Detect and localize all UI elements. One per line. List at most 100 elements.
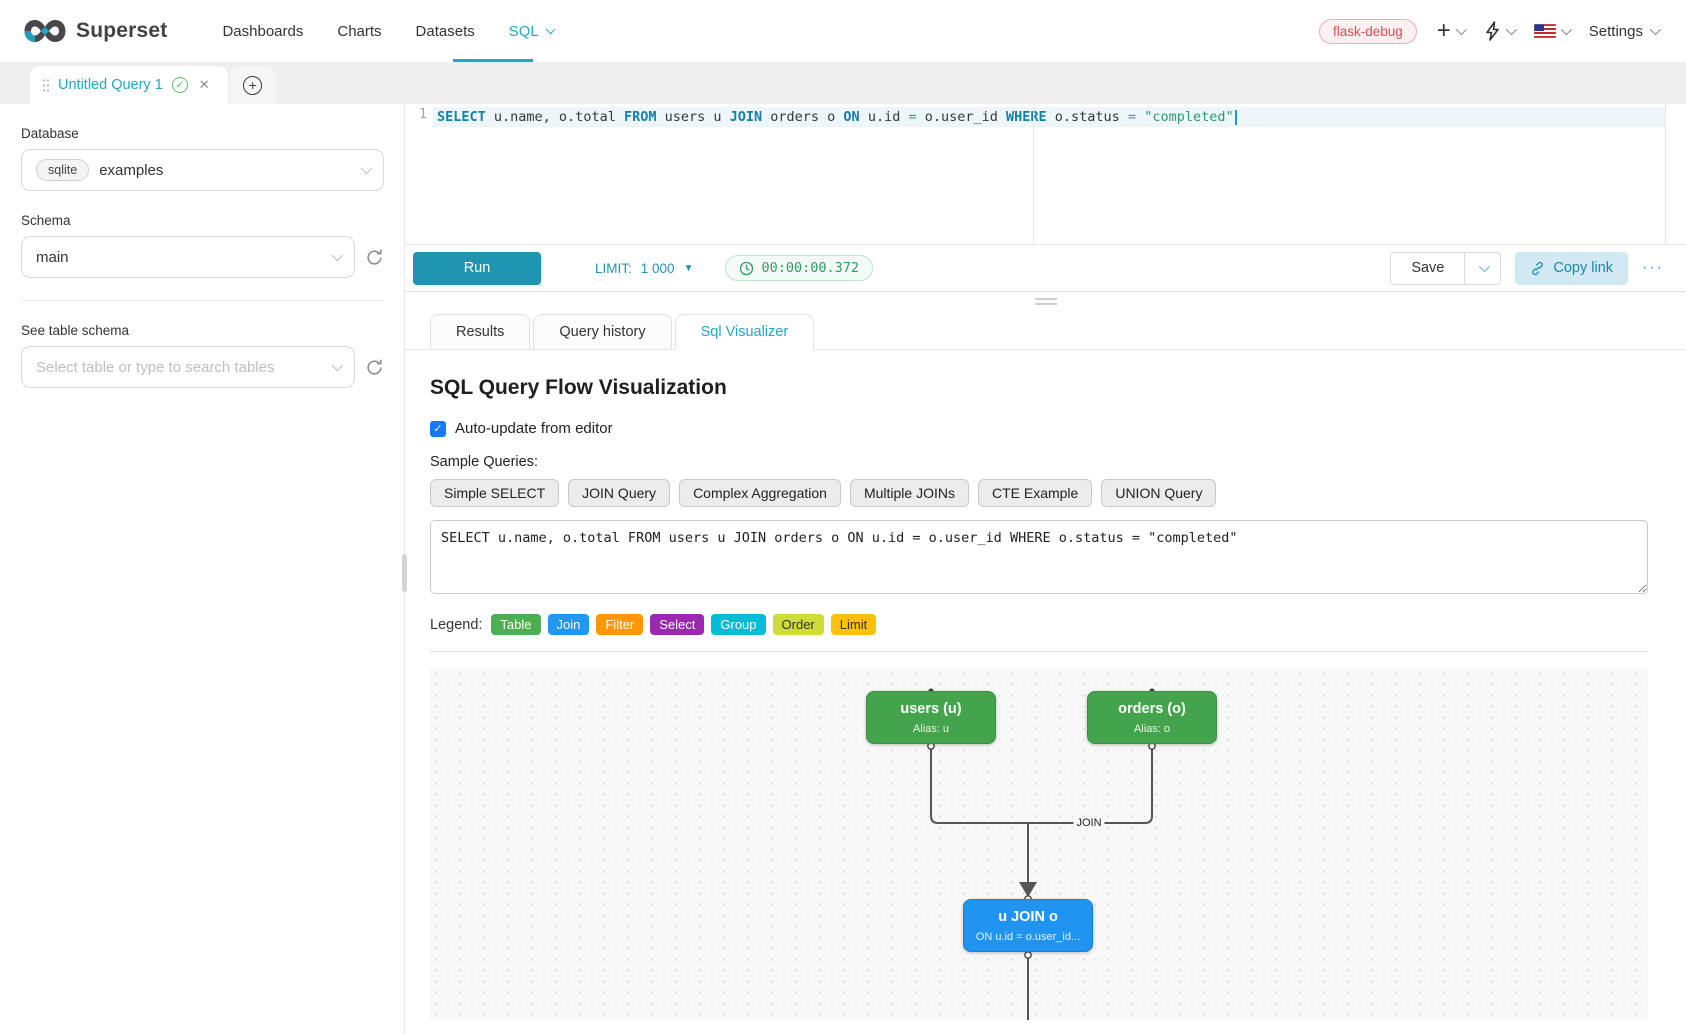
limit-label: LIMIT:	[595, 260, 632, 276]
sql-token: ON	[843, 109, 860, 125]
sidebar-divider	[21, 300, 384, 301]
query-tab-untitled[interactable]: Untitled Query 1 ✓ ✕	[30, 66, 228, 104]
refresh-tables-icon[interactable]	[365, 358, 384, 377]
query-search-menu[interactable]	[1484, 21, 1517, 41]
auto-update-label: Auto-update from editor	[455, 420, 613, 437]
db-engine-badge: sqlite	[36, 159, 90, 181]
sample-join-query-button[interactable]: JOIN Query	[568, 479, 671, 507]
sql-visualizer-panel: SQL Query Flow Visualization ✓ Auto-upda…	[405, 350, 1686, 1020]
drag-handle-icon[interactable]	[42, 78, 49, 92]
schema-label: Schema	[21, 213, 71, 228]
sample-queries-label: Sample Queries:	[430, 454, 538, 470]
more-menu-button[interactable]: ···	[1642, 259, 1664, 276]
sql-token: users u	[656, 109, 730, 125]
new-query-tab-button[interactable]: +	[229, 66, 276, 104]
result-tab-bar: Results Query history Sql Visualizer	[405, 292, 1686, 350]
limit-value: 1 000	[640, 260, 675, 276]
chevron-down-icon	[1560, 23, 1572, 36]
sql-token: u.id	[859, 109, 909, 125]
nav-dashboards[interactable]: Dashboards	[222, 22, 304, 40]
run-button[interactable]: Run	[413, 251, 541, 285]
chevron-down-icon	[331, 249, 344, 262]
query-saved-check-icon: ✓	[171, 77, 188, 93]
chevron-down-icon	[545, 23, 556, 34]
line-number: 1	[419, 107, 427, 122]
sample-complex-aggregation-button[interactable]: Complex Aggregation	[679, 479, 841, 507]
flow-node-join[interactable]: u JOIN o ON u.id = o.user_id...	[963, 899, 1093, 952]
query-input[interactable]: SELECT u.name, o.total FROM users u JOIN…	[430, 520, 1648, 594]
lightning-icon	[1485, 21, 1499, 41]
legend-label: Legend:	[430, 616, 483, 633]
auto-update-checkbox[interactable]: ✓	[430, 420, 446, 437]
sample-query-buttons: Simple SELECT JOIN Query Complex Aggrega…	[430, 479, 1648, 507]
language-menu[interactable]	[1533, 23, 1572, 38]
plus-icon: +	[1436, 17, 1451, 44]
flow-node-orders[interactable]: orders (o) Alias: o	[1087, 691, 1217, 744]
top-navbar: Superset Dashboards Charts Datasets SQL …	[0, 0, 1686, 62]
brand-name: Superset	[76, 19, 168, 42]
pane-drag-handle[interactable]	[1034, 298, 1057, 308]
sql-token: FROM	[623, 109, 657, 125]
sql-token: o.user_id	[916, 109, 1007, 125]
clock-icon	[740, 261, 754, 275]
content-divider	[430, 651, 1648, 652]
copy-link-button[interactable]: Copy link	[1515, 251, 1629, 285]
limit-dropdown[interactable]: LIMIT: 1 000 ▼	[595, 261, 693, 276]
chevron-down-icon	[331, 359, 344, 372]
flow-node-users[interactable]: users (u) Alias: u	[866, 691, 996, 744]
sample-union-query-button[interactable]: UNION Query	[1101, 479, 1217, 507]
chevron-down-icon	[360, 162, 373, 175]
refresh-schemas-icon[interactable]	[365, 248, 384, 267]
close-icon[interactable]: ✕	[198, 77, 210, 92]
legend-badge-select: Select	[650, 614, 705, 635]
node-title: orders (o)	[1118, 701, 1186, 717]
legend-badge-group: Group	[711, 614, 766, 635]
sql-token: =	[1127, 109, 1137, 125]
settings-label: Settings	[1588, 22, 1643, 40]
superset-infinity-icon	[24, 20, 66, 42]
sqllab-sidebar: Database sqlite examples Schema main See…	[0, 104, 407, 1034]
settings-menu[interactable]: Settings	[1588, 22, 1662, 40]
link-icon	[1532, 261, 1544, 275]
chevron-down-icon	[1649, 23, 1662, 36]
page-title: SQL Query Flow Visualization	[430, 376, 727, 399]
sample-cte-example-button[interactable]: CTE Example	[977, 479, 1093, 507]
sql-token: JOIN	[729, 109, 763, 125]
table-select-placeholder: Select table or type to search tables	[36, 358, 275, 376]
us-flag-icon	[1533, 24, 1556, 38]
nav-datasets[interactable]: Datasets	[415, 22, 475, 40]
sample-simple-select-button[interactable]: Simple SELECT	[430, 479, 560, 507]
print-margin-line	[1033, 104, 1034, 244]
sample-multiple-joins-button[interactable]: Multiple JOINs	[849, 479, 969, 507]
database-value: examples	[99, 161, 164, 179]
new-item-menu[interactable]: +	[1436, 17, 1467, 44]
database-select[interactable]: sqlite examples	[21, 149, 384, 191]
tab-results[interactable]: Results	[430, 314, 531, 349]
legend-badge-join: Join	[547, 614, 590, 635]
sql-editor[interactable]: 1 SELECT u.name, o.total FROM users u JO…	[405, 104, 1666, 244]
superset-logo[interactable]: Superset	[22, 16, 167, 46]
environment-badge: flask-debug	[1318, 18, 1417, 44]
legend-badge-limit: Limit	[830, 614, 877, 635]
nav-sql[interactable]: SQL	[492, 0, 569, 62]
editor-gutter: 1	[405, 104, 433, 244]
plus-circle-icon: +	[243, 75, 263, 95]
database-label: Database	[21, 126, 79, 141]
legend-badge-filter: Filter	[596, 614, 644, 635]
tab-query-history[interactable]: Query history	[533, 314, 672, 349]
flow-canvas[interactable]: users (u) Alias: u orders (o) Alias: o u…	[430, 668, 1648, 1020]
sql-token: =	[908, 109, 917, 125]
save-options-button[interactable]	[1465, 251, 1502, 285]
editor-code-area[interactable]: SELECT u.name, o.total FROM users u JOIN…	[433, 104, 1665, 244]
sql-token: "completed"	[1136, 109, 1234, 125]
navbar-right: flask-debug + Settings	[1318, 17, 1662, 44]
pane-resize-handle[interactable]	[402, 554, 407, 592]
schema-select[interactable]: main	[21, 236, 355, 278]
sql-token: u.name, o.total	[485, 109, 624, 125]
nav-charts[interactable]: Charts	[337, 22, 382, 40]
table-schema-label: See table schema	[21, 323, 130, 338]
sql-token: WHERE	[1006, 109, 1047, 125]
tab-sql-visualizer[interactable]: Sql Visualizer	[674, 314, 815, 350]
save-button[interactable]: Save	[1390, 251, 1466, 285]
table-select[interactable]: Select table or type to search tables	[21, 346, 355, 388]
